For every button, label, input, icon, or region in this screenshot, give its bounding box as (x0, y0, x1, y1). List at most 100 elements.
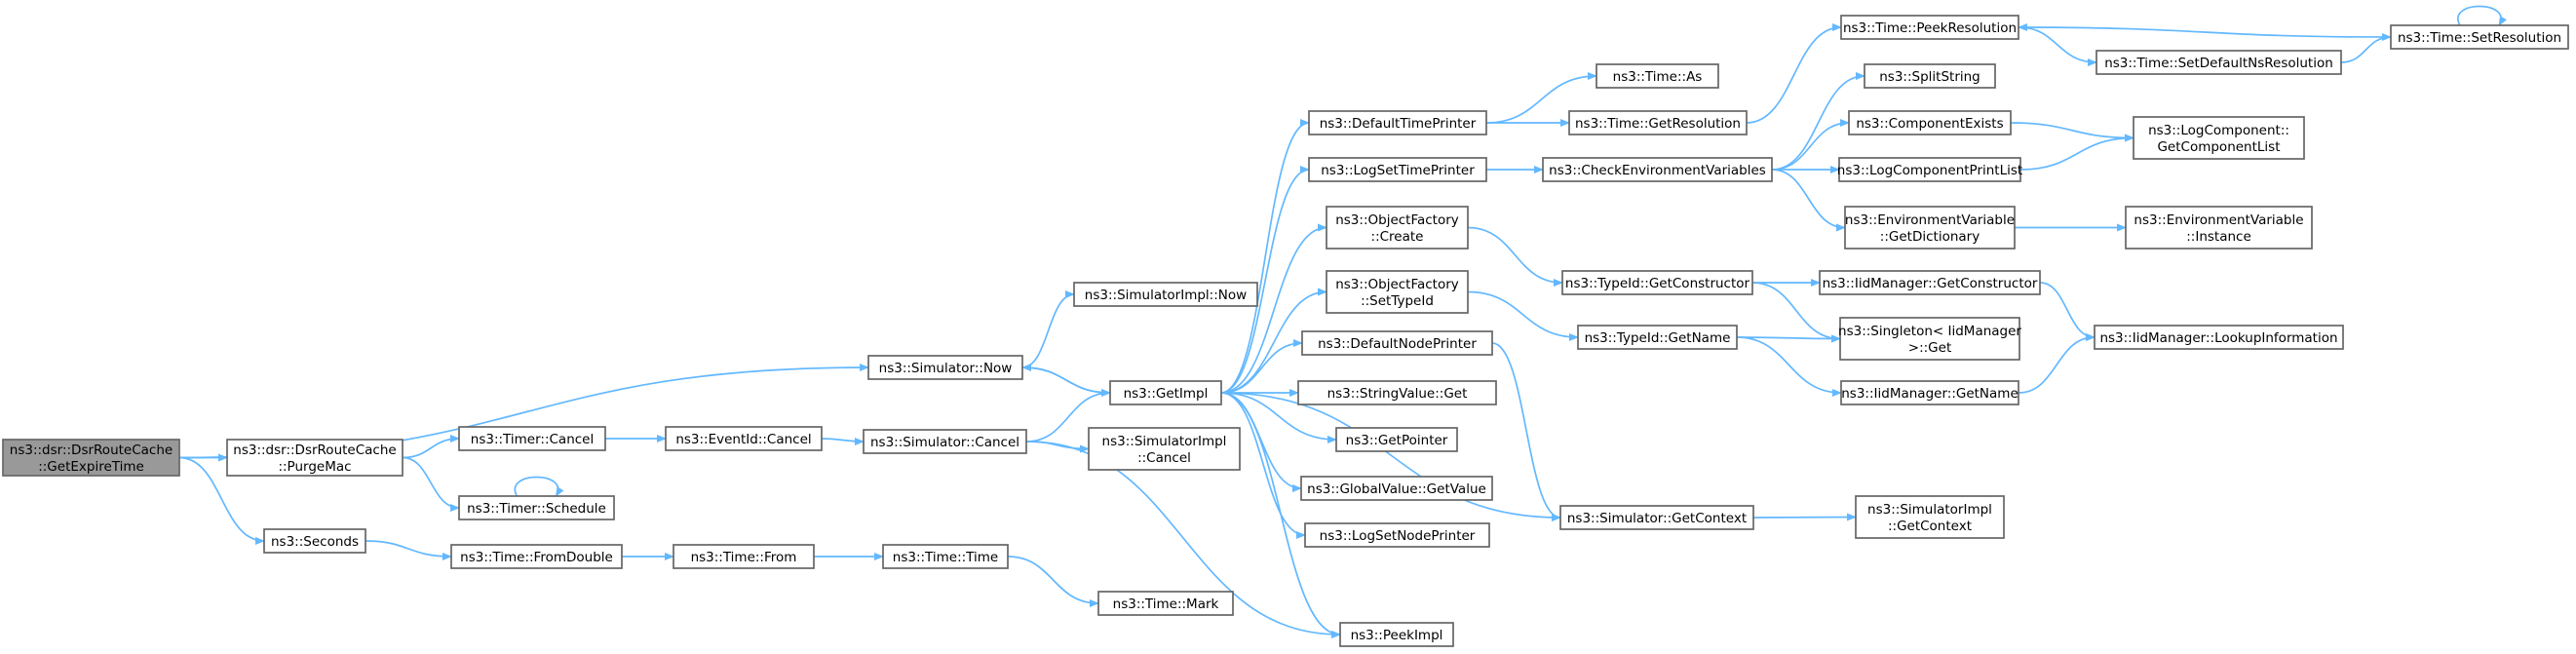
node-box[interactable] (1088, 427, 1241, 471)
node-getimpl[interactable]: ns3::GetImpl (1109, 380, 1222, 405)
node-timemark[interactable]: ns3::Time::Mark (1097, 591, 1234, 616)
node-box[interactable] (1109, 380, 1222, 405)
node-box[interactable] (1819, 270, 2041, 295)
node-box[interactable] (1304, 522, 1490, 548)
node-box[interactable] (458, 495, 615, 520)
node-box[interactable] (2125, 206, 2313, 250)
node-timercancel[interactable]: ns3::Timer::Cancel (458, 426, 606, 451)
node-simgetcontext[interactable]: ns3::Simulator::GetContext (1559, 505, 1754, 530)
node-ofcreate[interactable]: ns3::ObjectFactory::Create (1326, 206, 1469, 250)
node-simcancel[interactable]: ns3::Simulator::Cancel (863, 429, 1027, 454)
node-ofsettypeid[interactable]: ns3::ObjectFactory::SetTypeId (1326, 270, 1469, 314)
node-box[interactable] (1308, 157, 1487, 182)
node-box[interactable] (1559, 505, 1754, 530)
node-box[interactable] (1073, 282, 1258, 307)
node-seconds[interactable]: ns3::Seconds (263, 528, 366, 554)
edge-timerschedule-to-timerschedule (514, 476, 564, 497)
node-box[interactable] (1839, 317, 2020, 361)
node-box[interactable] (1335, 427, 1458, 452)
node-simimplnow[interactable]: ns3::SimulatorImpl::Now (1073, 282, 1258, 307)
node-envvardict[interactable]: ns3::EnvironmentVariable::GetDictionary (1844, 206, 2016, 250)
node-checkenv[interactable]: ns3::CheckEnvironmentVariables (1542, 157, 1773, 182)
node-singletonget[interactable]: ns3::Singleton< IidManager >::Get (1838, 317, 2021, 361)
node-peekimpl[interactable]: ns3::PeekImpl (1339, 622, 1454, 647)
node-simnow[interactable]: ns3::Simulator::Now (867, 355, 1023, 380)
node-box[interactable] (2095, 50, 2342, 75)
node-iidlookup[interactable]: ns3::IidManager::LookupInformation (2094, 325, 2344, 350)
node-iidgetname[interactable]: ns3::IidManager::GetName (1840, 380, 2019, 405)
node-globalvalueget[interactable]: ns3::GlobalValue::GetValue (1300, 476, 1493, 501)
node-label: ns3::DefaultTimePrinter (1320, 116, 1477, 132)
node-root[interactable]: ns3::dsr::DsrRouteCache::GetExpireTime (2, 439, 180, 477)
node-label: ns3::Simulator::Cancel (870, 435, 1019, 450)
node-box[interactable] (863, 429, 1027, 454)
node-label: GetComponentList (2157, 139, 2280, 155)
node-box[interactable] (1848, 110, 2012, 135)
node-label: ::GetContext (1888, 519, 1972, 534)
node-splitstring[interactable]: ns3::SplitString (1864, 63, 1996, 89)
node-box[interactable] (1855, 495, 2005, 539)
edges-layer (178, 5, 2507, 638)
node-logcompgetlist[interactable]: ns3::LogComponent::GetComponentList (2133, 116, 2305, 160)
node-eventidcancel[interactable]: ns3::EventId::Cancel (665, 426, 823, 451)
node-box[interactable] (1300, 476, 1493, 501)
node-box[interactable] (1308, 110, 1487, 135)
node-typeidgetctor[interactable]: ns3::TypeId::GetConstructor (1561, 270, 1753, 295)
node-box[interactable] (458, 426, 606, 451)
node-box[interactable] (2133, 116, 2305, 160)
node-logsettimeprinter[interactable]: ns3::LogSetTimePrinter (1308, 157, 1487, 182)
node-box[interactable] (1297, 380, 1497, 405)
node-box[interactable] (1326, 270, 1469, 314)
node-simimplcancel[interactable]: ns3::SimulatorImpl::Cancel (1088, 427, 1241, 471)
node-box[interactable] (882, 544, 1009, 569)
node-box[interactable] (1596, 63, 1719, 89)
node-timegetres[interactable]: ns3::Time::GetResolution (1568, 110, 1748, 135)
node-timerschedule[interactable]: ns3::Timer::Schedule (458, 495, 615, 520)
node-box[interactable] (2094, 325, 2344, 350)
node-timefrom[interactable]: ns3::Time::From (673, 544, 815, 569)
node-typeidgetname[interactable]: ns3::TypeId::GetName (1577, 325, 1738, 350)
node-simimplgetctx[interactable]: ns3::SimulatorImpl::GetContext (1855, 495, 2005, 539)
node-box[interactable] (263, 528, 366, 554)
node-logsetnodeprinter[interactable]: ns3::LogSetNodePrinter (1304, 522, 1490, 548)
node-timeas[interactable]: ns3::Time::As (1596, 63, 1719, 89)
node-box[interactable] (867, 355, 1023, 380)
node-box[interactable] (1840, 15, 2019, 40)
node-timetime[interactable]: ns3::Time::Time (882, 544, 1009, 569)
node-logcompprint[interactable]: ns3::LogComponentPrintList (1837, 157, 2022, 182)
node-box[interactable] (1840, 380, 2019, 405)
node-setdefaultns[interactable]: ns3::Time::SetDefaultNsResolution (2095, 50, 2342, 75)
node-getpointer[interactable]: ns3::GetPointer (1335, 427, 1458, 452)
edge-checkenv-to-compexists (1771, 119, 1850, 171)
node-box[interactable] (1542, 157, 1773, 182)
node-box[interactable] (1864, 63, 1996, 89)
node-box[interactable] (1577, 325, 1738, 350)
node-box[interactable] (450, 544, 623, 569)
node-box[interactable] (1326, 206, 1469, 250)
edge-getimpl-to-peekimpl (1220, 392, 1341, 638)
node-box[interactable] (2390, 24, 2569, 50)
node-box[interactable] (665, 426, 823, 451)
node-envvarinstance[interactable]: ns3::EnvironmentVariable::Instance (2125, 206, 2313, 250)
node-fromdouble[interactable]: ns3::Time::FromDouble (450, 544, 623, 569)
node-box[interactable] (1561, 270, 1753, 295)
node-peekres[interactable]: ns3::Time::PeekResolution (1840, 15, 2019, 40)
node-defaulttimeprinter[interactable]: ns3::DefaultTimePrinter (1308, 110, 1487, 135)
node-box[interactable] (226, 439, 404, 477)
node-defaultnodeprinter[interactable]: ns3::DefaultNodePrinter (1301, 330, 1493, 356)
node-box[interactable] (1097, 591, 1234, 616)
node-setres[interactable]: ns3::Time::SetResolution (2390, 24, 2569, 50)
node-iidgetctor[interactable]: ns3::IidManager::GetConstructor (1819, 270, 2041, 295)
node-box[interactable] (1339, 622, 1454, 647)
node-compexists[interactable]: ns3::ComponentExists (1848, 110, 2012, 135)
node-box[interactable] (1301, 330, 1493, 356)
node-box[interactable] (1568, 110, 1748, 135)
node-box[interactable] (1838, 157, 2021, 182)
node-label: >::Get (1908, 340, 1951, 356)
node-purgemac[interactable]: ns3::dsr::DsrRouteCache::PurgeMac (226, 439, 404, 477)
node-box[interactable] (1844, 206, 2016, 250)
node-stringvalueget[interactable]: ns3::StringValue::Get (1297, 380, 1497, 405)
node-box[interactable] (2, 439, 180, 477)
node-box[interactable] (673, 544, 815, 569)
